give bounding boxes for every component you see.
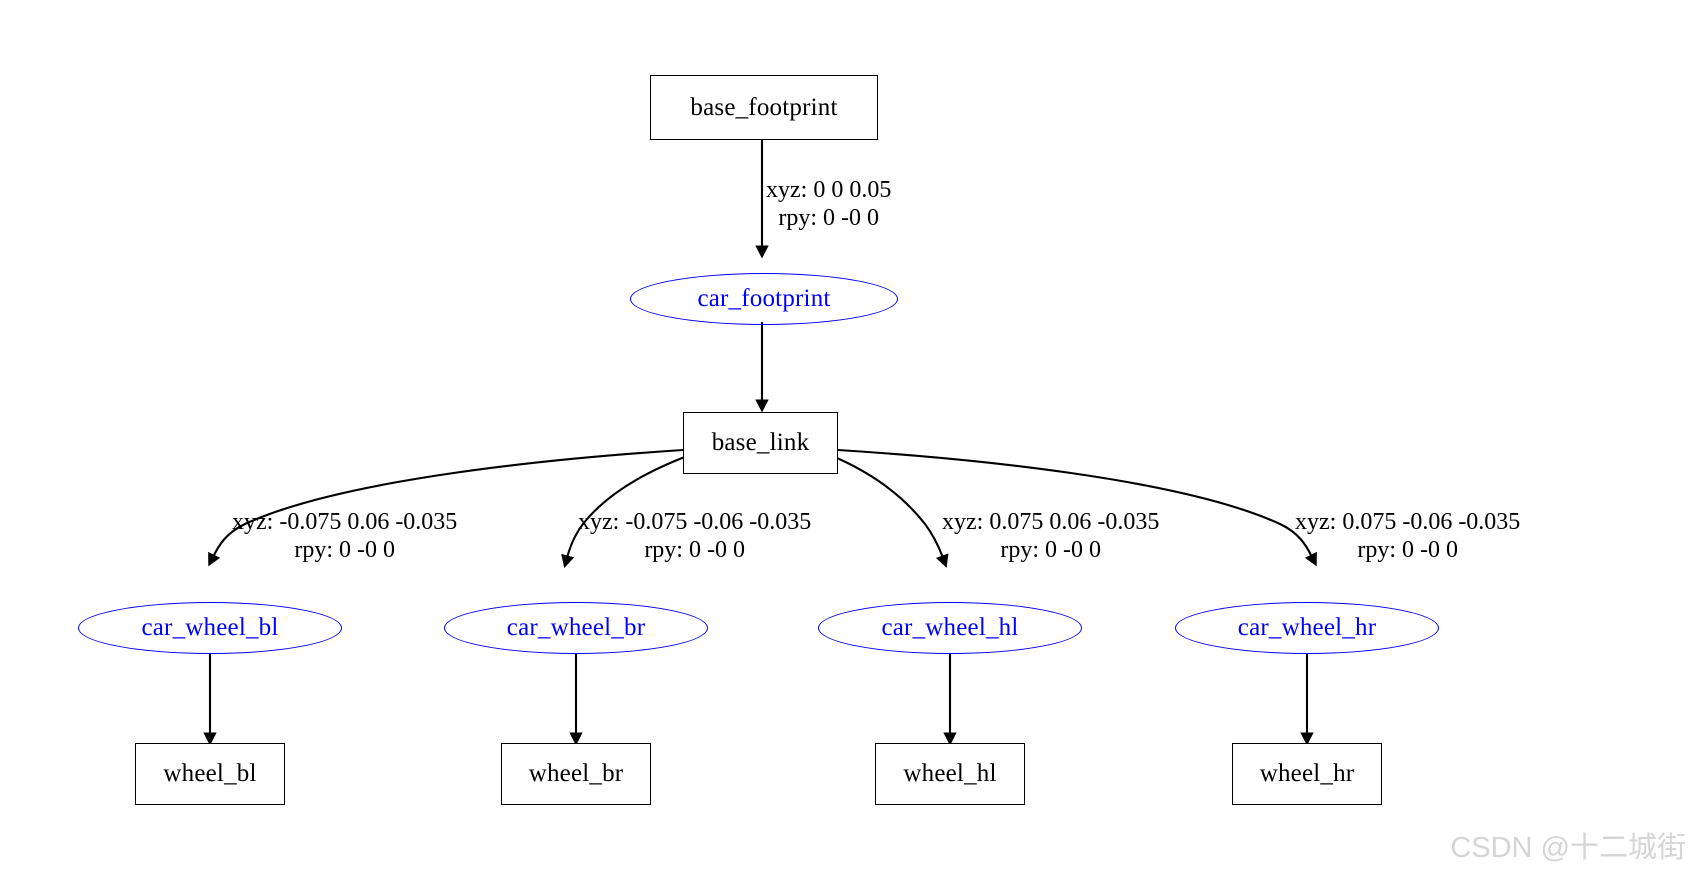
edge-label-rpy: rpy: 0 -0 0 bbox=[294, 537, 395, 564]
node-base-footprint[interactable]: base_footprint bbox=[650, 75, 878, 140]
edge-label-xyz: xyz: -0.075 -0.06 -0.035 bbox=[578, 509, 812, 535]
edge-label-base_footprint-car_footprint: xyz: 0 0 0.05 rpy: 0 -0 0 bbox=[766, 176, 891, 233]
edge-label-xyz: xyz: 0.075 0.06 -0.035 bbox=[942, 509, 1160, 535]
edge-label-rpy: rpy: 0 -0 0 bbox=[644, 537, 745, 564]
node-car-wheel-hl[interactable]: car_wheel_hl bbox=[818, 602, 1082, 654]
edge-label-rpy: rpy: 0 -0 0 bbox=[1000, 537, 1101, 564]
edge-label-xyz: xyz: 0.075 -0.06 -0.035 bbox=[1295, 509, 1521, 535]
node-wheel-hl[interactable]: wheel_hl bbox=[875, 743, 1025, 805]
node-label: car_wheel_hl bbox=[881, 614, 1019, 641]
node-car-wheel-br[interactable]: car_wheel_br bbox=[444, 602, 708, 654]
edge-base_link-car_wheel_hl bbox=[829, 454, 949, 568]
edge-label-base_link-car_wheel_hr: xyz: 0.075 -0.06 -0.035 rpy: 0 -0 0 bbox=[1295, 508, 1520, 565]
node-car-wheel-hr[interactable]: car_wheel_hr bbox=[1175, 602, 1439, 654]
node-label: car_wheel_hr bbox=[1237, 614, 1377, 641]
node-wheel-hr[interactable]: wheel_hr bbox=[1232, 743, 1382, 805]
edge-label-rpy: rpy: 0 -0 0 bbox=[1357, 537, 1458, 564]
csdn-watermark: CSDN @十二城街 bbox=[1450, 832, 1686, 864]
node-wheel-br[interactable]: wheel_br bbox=[501, 743, 651, 805]
edge-base_link-car_wheel_br bbox=[561, 454, 691, 569]
edge-label-xyz: xyz: 0 0 0.05 bbox=[766, 177, 892, 203]
node-wheel-bl[interactable]: wheel_bl bbox=[135, 743, 285, 805]
node-label: car_wheel_bl bbox=[141, 614, 279, 641]
node-label: wheel_br bbox=[528, 760, 624, 787]
edge-label-xyz: xyz: -0.075 0.06 -0.035 bbox=[232, 509, 458, 535]
edge-label-rpy: rpy: 0 -0 0 bbox=[778, 205, 879, 232]
node-base-link[interactable]: base_link bbox=[683, 412, 838, 474]
node-label: wheel_bl bbox=[163, 760, 257, 787]
node-car-footprint[interactable]: car_footprint bbox=[630, 273, 898, 325]
edge-label-base_link-car_wheel_br: xyz: -0.075 -0.06 -0.035 rpy: 0 -0 0 bbox=[578, 508, 811, 565]
node-label: wheel_hl bbox=[903, 760, 997, 787]
node-label: car_wheel_br bbox=[506, 614, 646, 641]
node-label: base_footprint bbox=[690, 93, 838, 121]
edge-label-base_link-car_wheel_bl: xyz: -0.075 0.06 -0.035 rpy: 0 -0 0 bbox=[232, 508, 457, 565]
edge-base_link-car_wheel_hr bbox=[837, 448, 1317, 567]
node-label: wheel_hr bbox=[1259, 760, 1355, 787]
edge-label-base_link-car_wheel_hl: xyz: 0.075 0.06 -0.035 rpy: 0 -0 0 bbox=[942, 508, 1159, 565]
node-label: base_link bbox=[711, 429, 810, 456]
edge-base_link-car_wheel_bl bbox=[208, 448, 684, 567]
node-label: car_footprint bbox=[697, 285, 831, 312]
node-car-wheel-bl[interactable]: car_wheel_bl bbox=[78, 602, 342, 654]
